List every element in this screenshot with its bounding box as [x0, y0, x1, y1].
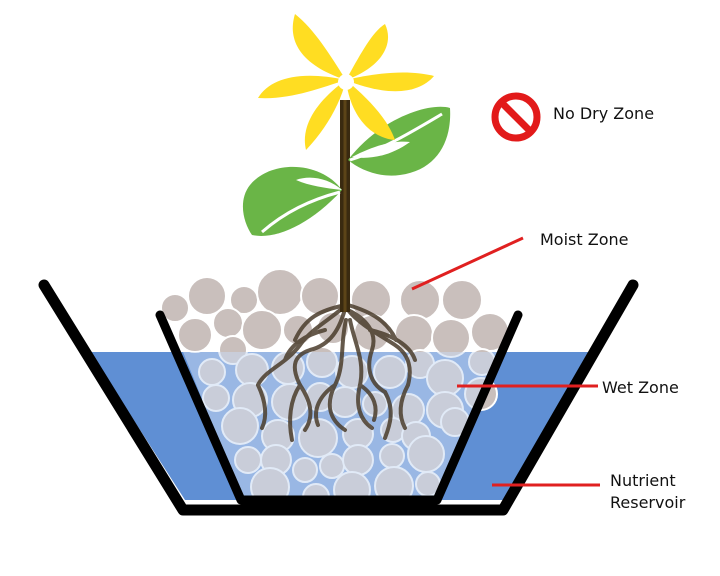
inner-pot-water: [183, 352, 505, 500]
roots: [256, 303, 417, 442]
prohibition-icon: [491, 92, 541, 142]
inner-pot: [155, 310, 523, 505]
nutrient-label-line1: Nutrient: [610, 471, 676, 490]
leaf-left: [242, 166, 342, 236]
clay-pebble: [241, 309, 283, 351]
moist-zone-pointer: [411, 236, 524, 291]
clay-pebble: [441, 279, 483, 321]
clay-pebble: [256, 268, 304, 316]
flower-icon: [258, 14, 434, 150]
moist-zone-label: Moist Zone: [540, 230, 629, 249]
wet-zone-label: Wet Zone: [602, 378, 679, 397]
nutrient-label-line2: Reservoir: [610, 493, 686, 512]
clay-pebble: [431, 318, 471, 358]
clay-pebble: [187, 276, 227, 316]
clay-pebble: [160, 293, 190, 323]
clay-pebble: [177, 317, 213, 353]
clay-pebble: [212, 307, 244, 339]
leaf-right: [348, 106, 451, 176]
nutrient-reservoir-label: Nutrient Reservoir: [610, 470, 685, 514]
outer-pot: [38, 279, 639, 516]
no-dry-zone-label: No Dry Zone: [553, 104, 655, 123]
